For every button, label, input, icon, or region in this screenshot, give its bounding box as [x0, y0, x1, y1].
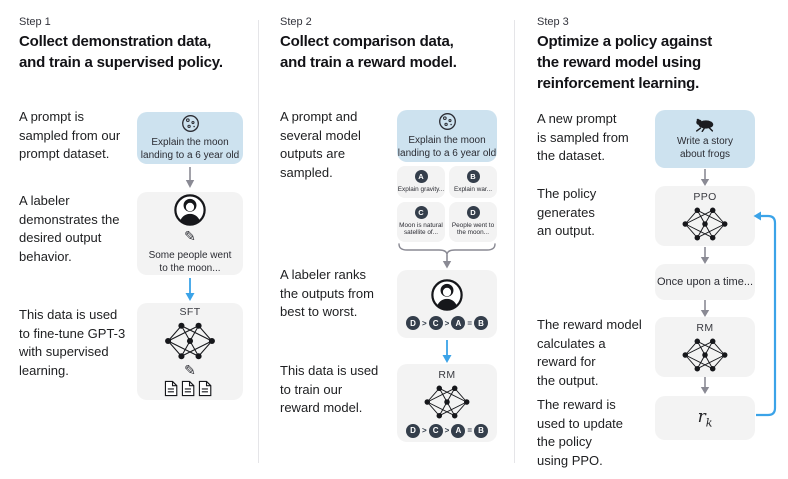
down-arrow-blue-icon [442, 340, 452, 363]
rank-chip: A [451, 423, 466, 438]
step2-column: Step 2 Collect comparison data, and trai… [263, 0, 525, 479]
policy-output-box: Once upon a time... [655, 264, 755, 300]
down-arrow-icon [185, 167, 195, 188]
ranking-row: D > C > A = B [405, 316, 488, 330]
caption-labeler-demonstrates: A labeler demonstrates the desired outpu… [19, 193, 120, 264]
neural-network-icon [682, 338, 728, 371]
pencil-icon: ✎ [184, 362, 196, 378]
output-text: Explain war... [453, 185, 492, 193]
rank-chip: D [405, 423, 420, 438]
model-label: SFT [179, 306, 201, 318]
output-letter-badge: B [466, 170, 480, 183]
model-output-card: A Explain gravity... [397, 166, 445, 198]
caption-new-prompt: A new prompt is sampled from the dataset… [537, 111, 629, 163]
prompt-box: Explain the moon landing to a 6 year old [397, 110, 497, 162]
labeler-output-text: Some people went to the moon... [148, 249, 232, 274]
rank-chip: B [474, 423, 488, 438]
prompt-text: Explain the moon landing to a 6 year old [397, 135, 497, 159]
rank-chip: A [451, 316, 466, 330]
ppo-box: PPO [655, 186, 755, 246]
moon-icon [181, 115, 199, 132]
rank-separator: > [421, 318, 427, 328]
output-text: Explain gravity... [397, 185, 445, 193]
pencil-icon: ✎ [184, 227, 196, 244]
prompt-box: Write a story about frogs [655, 110, 755, 168]
rank-separator: > [421, 426, 427, 435]
labeler-avatar-icon [431, 279, 463, 311]
column-divider [514, 20, 515, 463]
rank-separator: > [444, 426, 450, 435]
caption-policy-generates: The policy generates an output. [537, 186, 597, 238]
caption-outputs-sampled: A prompt and several model outputs are s… [280, 109, 361, 180]
step3-column: Step 3 Optimize a policy against the rew… [525, 0, 788, 479]
reward-symbol: rk [697, 406, 713, 430]
documents-icon [164, 380, 212, 397]
output-text: People went to the moon... [451, 221, 495, 237]
sft-box: SFT ✎ [137, 303, 243, 400]
down-arrow-icon [700, 169, 710, 186]
moon-icon [438, 113, 456, 130]
rank-chip: C [428, 423, 443, 438]
step1-column: Step 1 Collect demonstration data, and t… [0, 0, 263, 479]
labeler-box: ✎ Some people went to the moon... [137, 192, 243, 275]
brace-arrow-icon [398, 243, 496, 269]
policy-output-text: Once upon a time... [657, 276, 753, 288]
model-label: RM [438, 368, 456, 381]
prompt-box: Explain the moon landing to a 6 year old [137, 112, 243, 164]
step-label: Step 2 [280, 16, 312, 28]
rank-separator: = [467, 426, 472, 435]
column-divider [258, 20, 259, 463]
down-arrow-icon [700, 247, 710, 264]
rank-chip: D [405, 316, 420, 330]
rank-chip: C [428, 316, 443, 330]
neural-network-icon [424, 385, 470, 418]
caption-finetune-gpt3: This data is used to fine-tune GPT-3 wit… [19, 307, 126, 378]
caption-prompt-sampled: A prompt is sampled from our prompt data… [19, 109, 121, 161]
step-title: Collect demonstration data, and train a … [19, 33, 223, 71]
neural-network-icon [682, 207, 728, 240]
prompt-text: Write a story about frogs [677, 136, 733, 160]
output-letter-badge: A [414, 170, 428, 183]
output-letter-badge: C [414, 206, 428, 219]
labeler-avatar-icon [174, 193, 206, 226]
rm-box: RM D > C > A [397, 364, 497, 442]
step-title: Optimize a policy against the reward mod… [537, 33, 713, 92]
model-output-card: D People went to the moon... [449, 202, 497, 242]
rm-box: RM [655, 317, 755, 377]
model-label: RM [696, 321, 714, 334]
rank-separator: > [444, 318, 450, 328]
model-output-card: C Moon is natural satellite of... [397, 202, 445, 242]
output-text: Moon is natural satellite of... [399, 221, 443, 237]
rank-separator: = [467, 318, 472, 328]
ranking-row: D > C > A = B [405, 423, 488, 438]
reward-box: rk [655, 396, 755, 440]
down-arrow-icon [700, 377, 710, 394]
caption-train-reward-model: This data is used to train our reward mo… [280, 363, 379, 415]
down-arrow-blue-icon [185, 278, 195, 301]
caption-rm-calculates: The reward model calculates a reward for… [537, 317, 642, 388]
model-label: PPO [693, 190, 717, 203]
feedback-loop-arrow-icon [753, 211, 777, 417]
down-arrow-icon [700, 300, 710, 317]
model-output-card: B Explain war... [449, 166, 497, 198]
caption-labeler-ranks: A labeler ranks the outputs from best to… [280, 267, 374, 319]
rank-chip: B [474, 316, 488, 330]
neural-network-icon [165, 322, 215, 360]
step-label: Step 3 [537, 16, 569, 28]
step-title: Collect comparison data, and train a rew… [280, 33, 457, 71]
prompt-text: Explain the moon landing to a 6 year old [140, 137, 240, 161]
labeler-box: D > C > A = B [397, 270, 497, 338]
frog-icon [696, 118, 714, 132]
caption-reward-updates: The reward is used to update the policy … [537, 397, 624, 468]
output-letter-badge: D [466, 206, 480, 219]
step-label: Step 1 [19, 16, 51, 28]
